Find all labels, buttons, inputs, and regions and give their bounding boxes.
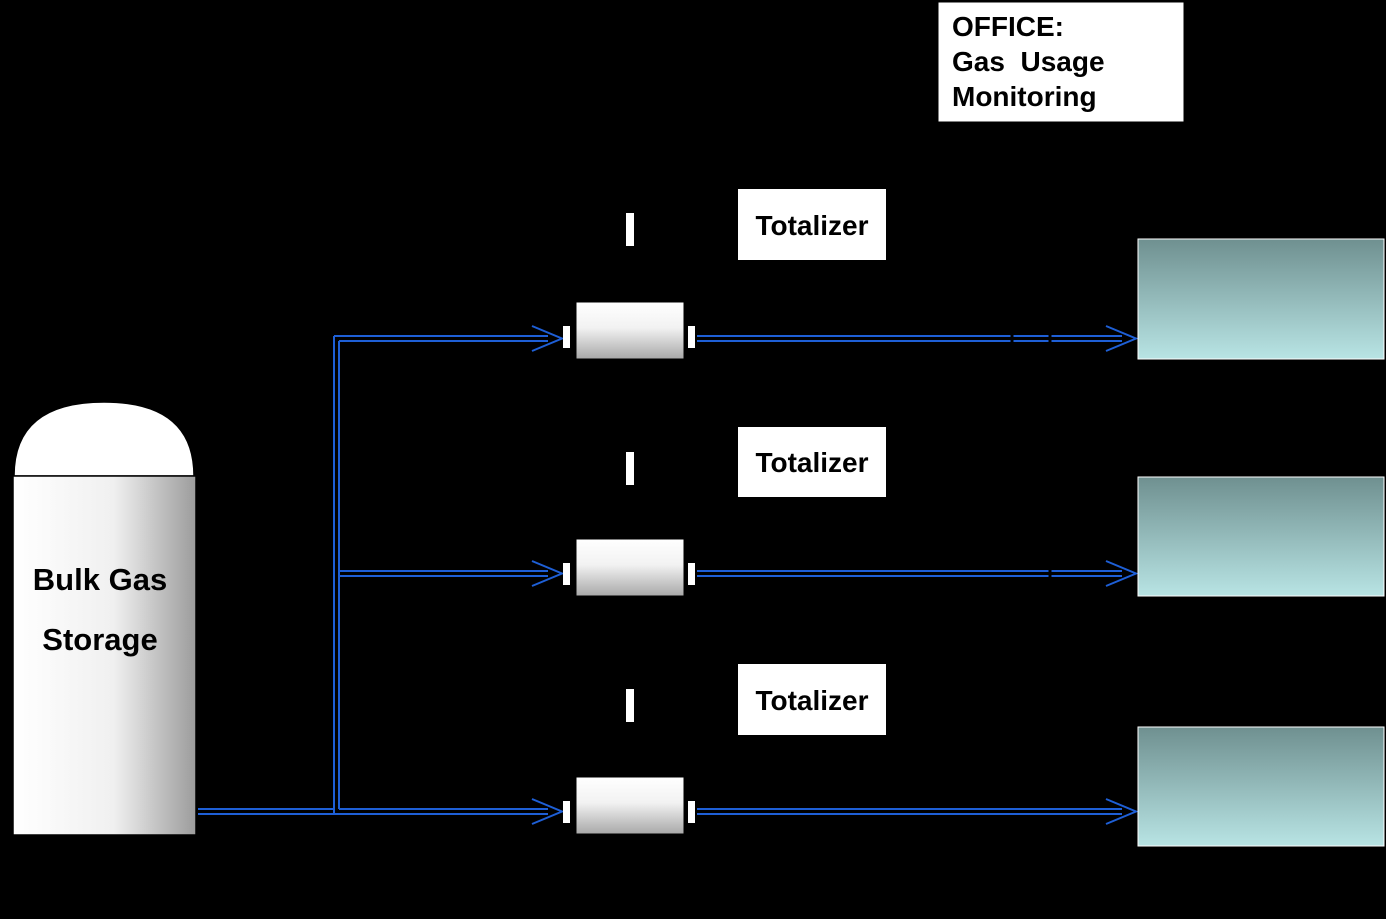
branch-3-delivery-pipe <box>697 798 1139 825</box>
branch-1: Totalizer <box>334 189 1385 360</box>
branch-2-consumer-unit <box>1137 476 1385 597</box>
branch-3: Totalizer <box>334 664 1385 847</box>
branch-2-delivery-pipe <box>697 560 1139 587</box>
storage-label-line2: Storage <box>42 622 157 657</box>
branch-2-totalizer-label: Totalizer <box>755 447 868 478</box>
office-subtitle-line2: Monitoring <box>952 81 1097 112</box>
branch-2-inlet-flange <box>563 563 570 585</box>
main-header-pipe <box>198 336 340 815</box>
branch-1-signal-link <box>626 213 634 246</box>
branch-2-supply-pipe <box>339 560 565 587</box>
branch-3-outlet-flange <box>688 801 695 823</box>
branch-1-totalizer-label: Totalizer <box>755 210 868 241</box>
branch-1-consumer-unit <box>1137 238 1385 360</box>
branch-1-inlet-flange <box>563 326 570 348</box>
branch-3-flow-meter <box>575 776 685 835</box>
branch-2-flow-meter <box>575 538 685 597</box>
branch-3-signal-link <box>626 689 634 722</box>
office-subtitle-line1: Gas Usage <box>952 46 1105 77</box>
branch-2-totalizer-box: Totalizer <box>738 427 886 497</box>
branch-2-outlet-flange <box>688 563 695 585</box>
branch-3-consumer-unit <box>1137 726 1385 847</box>
branch-2: Totalizer <box>339 427 1385 597</box>
branch-1-flow-meter <box>575 301 685 360</box>
office-box: OFFICE: Gas Usage Monitoring <box>937 1 1185 123</box>
branch-1-outlet-flange <box>688 326 695 348</box>
branch-2-signal-link <box>626 452 634 485</box>
branch-3-inlet-flange <box>563 801 570 823</box>
branch-1-delivery-pipe <box>697 325 1139 352</box>
branch-1-pipe-break-marks <box>1010 333 1052 344</box>
bulk-gas-storage-tank: Bulk Gas Storage <box>12 401 197 836</box>
branch-3-totalizer-box: Totalizer <box>738 664 886 735</box>
branch-3-totalizer-label: Totalizer <box>755 685 868 716</box>
storage-label-line1: Bulk Gas <box>33 562 167 597</box>
branch-3-supply-pipe <box>334 798 565 825</box>
office-title: OFFICE: <box>952 11 1064 42</box>
branch-1-supply-pipe <box>334 325 565 352</box>
branch-1-totalizer-box: Totalizer <box>738 189 886 260</box>
